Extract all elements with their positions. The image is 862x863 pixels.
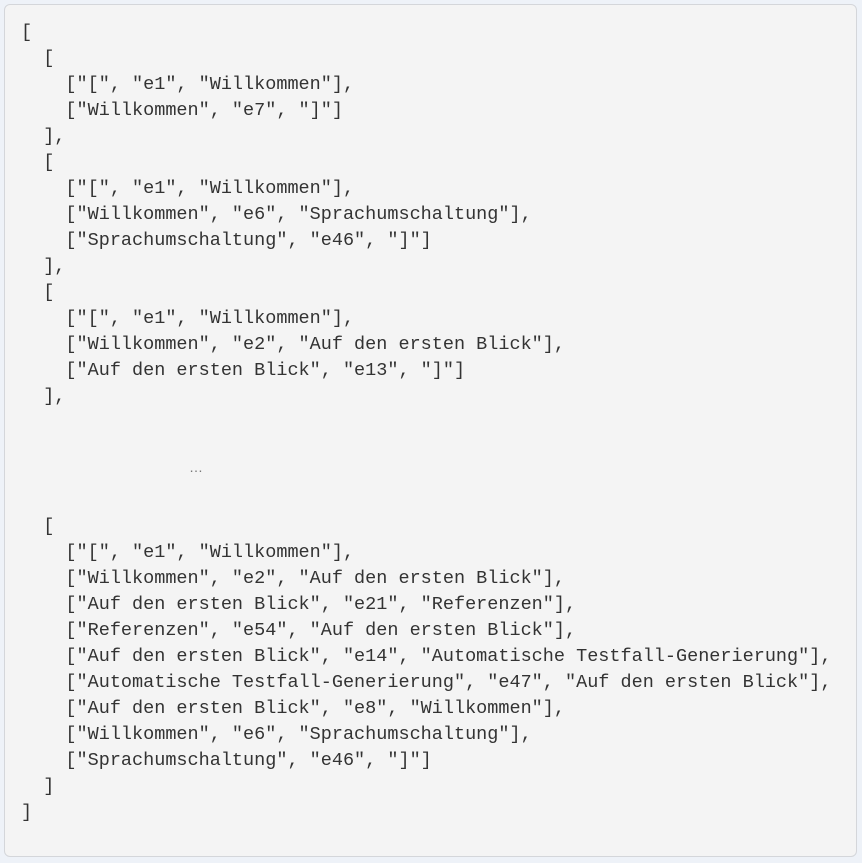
code-line: ["Willkommen", "e6", "Sprachumschaltung"… (21, 724, 532, 745)
code-line: ["[", "e1", "Willkommen"], (21, 178, 355, 199)
code-line: ["Auf den ersten Blick", "e8", "Willkomm… (21, 698, 565, 719)
code-line: [ (21, 282, 55, 303)
code-line: ], (21, 126, 66, 147)
code-line: ] (21, 802, 33, 823)
code-block: [ [ ["[", "e1", "Willkommen"], ["Willkom… (4, 4, 857, 857)
code-line: [ (21, 48, 55, 69)
code-line: [ (21, 152, 55, 173)
code-line: ["Automatische Testfall-Generierung", "e… (21, 672, 832, 693)
code-line: ], (21, 386, 66, 407)
code-line: ["[", "e1", "Willkommen"], (21, 74, 355, 95)
code-line: ["Auf den ersten Blick", "e21", "Referen… (21, 594, 577, 615)
code-line: ["Auf den ersten Blick", "e14", "Automat… (21, 646, 832, 667)
code-content: [ [ ["[", "e1", "Willkommen"], ["Willkom… (21, 20, 831, 826)
code-line: ["[", "e1", "Willkommen"], (21, 308, 355, 329)
code-line: ["Auf den ersten Blick", "e13", "]"] (21, 360, 466, 381)
code-line: ["Willkommen", "e2", "Auf den ersten Bli… (21, 334, 565, 355)
code-line: ], (21, 256, 66, 277)
ellipsis-icon: … (189, 459, 203, 475)
code-line: [ (21, 516, 55, 537)
ellipsis-row: … (21, 410, 831, 514)
code-line: ["Willkommen", "e7", "]"] (21, 100, 343, 121)
code-line: ["Sprachumschaltung", "e46", "]"] (21, 750, 432, 771)
code-line: ["Referenzen", "e54", "Auf den ersten Bl… (21, 620, 577, 641)
code-line: ["Willkommen", "e6", "Sprachumschaltung"… (21, 204, 532, 225)
code-line: [ (21, 22, 33, 43)
code-line: ["[", "e1", "Willkommen"], (21, 542, 355, 563)
code-line: ["Sprachumschaltung", "e46", "]"] (21, 230, 432, 251)
code-line: ] (21, 776, 55, 797)
code-line: ["Willkommen", "e2", "Auf den ersten Bli… (21, 568, 565, 589)
